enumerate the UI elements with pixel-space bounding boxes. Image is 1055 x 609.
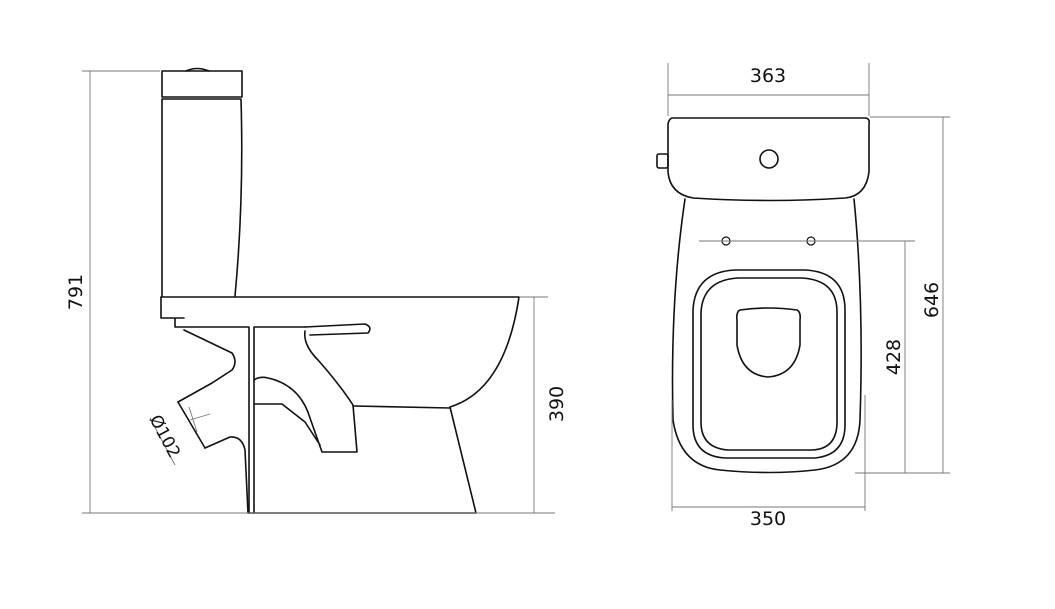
dim-total-height: 791 xyxy=(65,274,87,310)
dim-bowl-width: 350 xyxy=(750,508,786,530)
tank-side xyxy=(161,67,243,297)
outlet-centre-mark xyxy=(188,406,211,433)
dim-hinge-to-front: 428 xyxy=(883,339,905,375)
bowl-outline xyxy=(160,296,520,514)
outlet-pipe xyxy=(177,329,249,514)
diameter-dimension-line xyxy=(149,417,176,466)
side-lever xyxy=(656,153,669,169)
dim-tank-width: 363 xyxy=(750,65,786,87)
dim-outlet-diameter: Ø102 xyxy=(145,412,184,462)
side-dimensions: 791 390 Ø102 xyxy=(65,70,568,514)
top-view: 363 350 428 646 xyxy=(656,63,950,530)
dim-total-depth: 646 xyxy=(921,282,943,318)
tank-body xyxy=(161,98,243,297)
bowl-opening xyxy=(736,307,801,378)
rim-and-stem xyxy=(160,296,306,514)
dim-350-lines xyxy=(671,395,866,511)
dim-363-lines xyxy=(667,63,870,116)
foot-top xyxy=(352,405,451,409)
seat-inner xyxy=(700,277,838,451)
top-dimensions: 363 350 428 646 xyxy=(667,63,950,530)
rim-slot xyxy=(304,323,371,336)
dimension-lines xyxy=(82,70,555,514)
side-view: 791 390 Ø102 xyxy=(65,67,568,514)
dim-depth-lines xyxy=(699,116,950,474)
dim-seat-height: 390 xyxy=(546,386,568,422)
tank-lid xyxy=(161,70,243,98)
trapway xyxy=(253,330,358,453)
tank-top xyxy=(667,117,870,202)
outlet-end xyxy=(177,401,206,449)
flush-button-top xyxy=(759,149,779,169)
bowl-top-outline xyxy=(671,198,862,474)
bowl-side xyxy=(160,296,520,514)
seat-outer xyxy=(692,269,846,459)
